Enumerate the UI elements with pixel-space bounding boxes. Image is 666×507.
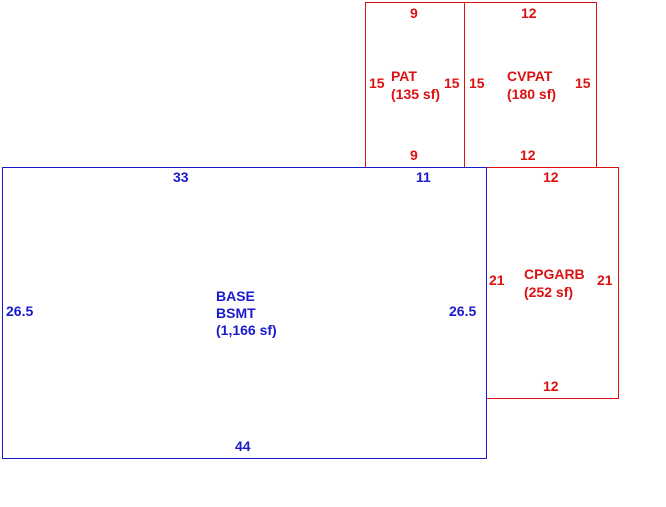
cpgarb-name-label: CPGARB (524, 266, 585, 282)
cvpat-left-dimension: 15 (469, 75, 485, 91)
cpgarb-area-label: (252 sf) (524, 284, 574, 300)
cpgarb-left-dimension: 21 (489, 272, 505, 288)
base-bsmt-area-outline (2, 167, 487, 459)
cpgarb-bottom-dimension: 12 (543, 378, 559, 394)
pat-top-dimension: 9 (410, 5, 418, 21)
base-left-dimension: 26.5 (6, 303, 34, 319)
pat-right-dimension: 15 (444, 75, 460, 91)
cvpat-right-dimension: 15 (575, 75, 591, 91)
bsmt-name-label: BSMT (216, 305, 256, 321)
base-bottom-dimension: 44 (235, 438, 251, 454)
base-top-right-dimension: 11 (416, 169, 431, 185)
pat-name-label: PAT (391, 68, 417, 84)
cvpat-bottom-dimension: 12 (520, 147, 536, 163)
base-right-dimension: 26.5 (449, 303, 477, 319)
pat-left-dimension: 15 (369, 75, 385, 91)
pat-area-label: (135 sf) (391, 86, 441, 102)
base-name-label: BASE (216, 288, 255, 304)
base-top-left-dimension: 33 (173, 169, 189, 185)
cpgarb-top-dimension: 12 (543, 169, 559, 185)
cvpat-area-label: (180 sf) (507, 86, 557, 102)
pat-bottom-dimension: 9 (410, 147, 418, 163)
cpgarb-right-dimension: 21 (597, 272, 613, 288)
cvpat-top-dimension: 12 (521, 5, 537, 21)
base-area-label: (1,166 sf) (216, 322, 277, 338)
cvpat-name-label: CVPAT (507, 68, 553, 84)
